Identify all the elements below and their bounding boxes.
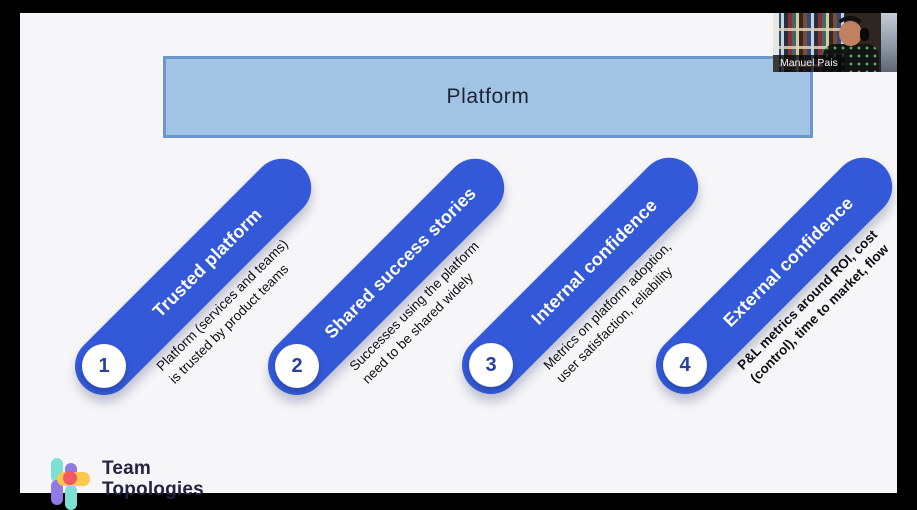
step-number-badge: 1: [82, 344, 126, 388]
platform-label: Platform: [446, 85, 530, 108]
team-topologies-logo-icon: [50, 457, 92, 510]
step-number-badge: 2: [275, 344, 319, 388]
window-light: [881, 13, 897, 72]
step-number: 2: [291, 354, 303, 377]
step-number: 1: [98, 354, 110, 377]
headphones-band: [835, 16, 865, 42]
presentation-slide: Platform Trusted platform Platform (serv…: [20, 13, 905, 510]
platform-header-box: Platform: [163, 56, 813, 138]
step-number: 4: [679, 353, 691, 376]
team-topologies-wordmark: Team Topologies: [102, 457, 204, 500]
logo-text-line1: Team: [102, 458, 152, 479]
step-number-badge: 3: [469, 343, 513, 387]
webcam-video-tile: Manuel Pais: [773, 13, 897, 72]
step-number-badge: 4: [663, 343, 707, 387]
logo-dot-coral: [63, 471, 77, 485]
logo-bar-teal-bottom: [65, 485, 77, 510]
team-topologies-logo: Team Topologies: [50, 457, 204, 510]
webcam-name-label: Manuel Pais: [773, 55, 845, 72]
logo-bar-purple-bottom: [51, 480, 63, 505]
bookshelf-edge: [773, 13, 779, 72]
step-number: 3: [485, 353, 497, 376]
headphones-earcup: [860, 28, 869, 41]
logo-text-line2: Topologies: [102, 479, 204, 500]
